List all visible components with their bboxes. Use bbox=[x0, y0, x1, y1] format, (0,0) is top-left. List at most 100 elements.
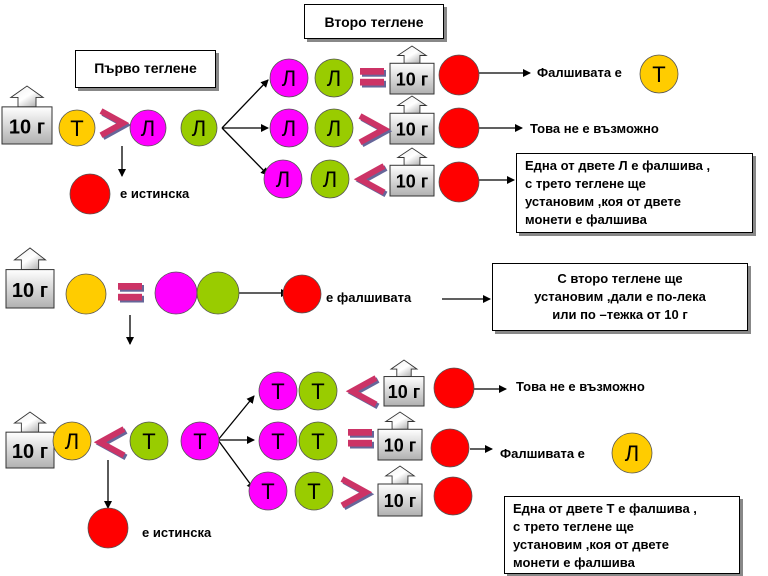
coin bbox=[87, 507, 129, 549]
coin-letter: Л bbox=[65, 429, 79, 454]
weight-10g: 10 г bbox=[377, 411, 423, 461]
coin-letter: Л bbox=[141, 116, 155, 141]
is-genuine-label: е истинска bbox=[142, 525, 212, 540]
coin: Л bbox=[269, 58, 309, 98]
equals-sign bbox=[360, 68, 386, 88]
coin: Т bbox=[639, 54, 679, 94]
coin bbox=[282, 274, 322, 314]
weight-label: 10 г bbox=[388, 382, 421, 402]
coin: Л bbox=[180, 109, 218, 147]
weight-label: 10 г bbox=[396, 119, 429, 139]
note-line: или по –тежка от 10 г bbox=[552, 307, 688, 322]
note-line: монети е фалшива bbox=[513, 555, 635, 570]
weight-label: 10 г bbox=[384, 435, 417, 455]
coin-letter: Л bbox=[323, 167, 337, 192]
coin-letter: Л bbox=[625, 441, 639, 466]
coin: Т bbox=[180, 421, 220, 461]
weight-10g: 10 г bbox=[389, 147, 435, 197]
coin bbox=[69, 173, 111, 215]
weights: 10 г 10 г 10 г 10 г 10 г 10 г 10 г 10 г 10 г bbox=[1, 45, 435, 517]
coin bbox=[65, 273, 107, 315]
less-than-sign bbox=[345, 375, 380, 410]
coin bbox=[433, 476, 473, 516]
coin: Л bbox=[314, 58, 354, 98]
coin bbox=[438, 54, 480, 96]
coin: Л bbox=[52, 421, 92, 461]
coin-letter: Т bbox=[70, 116, 83, 141]
coin: Л bbox=[129, 109, 167, 147]
coin: Т bbox=[258, 421, 298, 461]
coin-letter: Т bbox=[271, 379, 284, 404]
is-genuine-label: е истинска bbox=[120, 186, 190, 201]
coin-letter: Л bbox=[327, 116, 341, 141]
weight-label: 10 г bbox=[9, 117, 45, 139]
less-than-sign bbox=[93, 426, 128, 461]
coin-letter: Т bbox=[261, 479, 274, 504]
impossible-label: Това не е възможно bbox=[516, 379, 645, 394]
equals-sign bbox=[118, 283, 144, 303]
branch-line bbox=[221, 79, 269, 129]
coin: Т bbox=[129, 421, 169, 461]
branch-line bbox=[221, 127, 269, 176]
coin bbox=[196, 271, 240, 315]
coin: Л bbox=[269, 108, 309, 148]
greater-than-sign bbox=[99, 108, 132, 140]
branch-line bbox=[217, 439, 255, 490]
weight-10g: 10 г bbox=[389, 95, 435, 145]
fake-is-label: Фалшивата е bbox=[500, 446, 585, 461]
connectors bbox=[104, 69, 531, 509]
note-line: с трето теглене ще bbox=[513, 519, 634, 534]
coin-letter: Т bbox=[307, 479, 320, 504]
note-l-fake: Една от двете Л е фалшива , с трето тегл… bbox=[516, 153, 753, 233]
weight-10g: 10 г bbox=[5, 247, 55, 309]
note-line: с трето теглене ще bbox=[525, 176, 646, 191]
coin bbox=[438, 107, 480, 149]
coin-letter: Т bbox=[311, 379, 324, 404]
first-weighing-title: Първо теглене bbox=[75, 50, 216, 88]
coin-letter: Т bbox=[271, 429, 284, 454]
coin-letter: Т bbox=[193, 429, 206, 454]
equals-sign bbox=[348, 429, 374, 449]
weight-10g: 10 г bbox=[389, 45, 435, 95]
coin bbox=[430, 428, 470, 468]
coin: Л bbox=[310, 159, 350, 199]
is-fake-label: е фалшивата bbox=[326, 290, 412, 305]
note-line: Една от двете Т е фалшива , bbox=[513, 501, 697, 516]
coin-letter: Л bbox=[282, 116, 296, 141]
coin-letter: Т bbox=[142, 429, 155, 454]
coin: Т bbox=[58, 109, 96, 147]
note-line: Една от двете Л е фалшива , bbox=[525, 158, 711, 173]
coin-letter: Т bbox=[652, 62, 665, 87]
coin: Л bbox=[611, 432, 653, 474]
coin-letter: Л bbox=[327, 66, 341, 91]
coin: Т bbox=[258, 371, 298, 411]
note-line: установим ,дали е по-лека bbox=[534, 289, 706, 304]
note-line: монети е фалшива bbox=[525, 212, 647, 227]
coin-letter: Л bbox=[282, 66, 296, 91]
weight-label: 10 г bbox=[396, 69, 429, 89]
weight-10g: 10 г bbox=[377, 465, 423, 517]
branch-line bbox=[217, 395, 255, 441]
fake-is-label: Фалшивата е bbox=[537, 65, 622, 80]
greater-than-sign bbox=[358, 113, 393, 148]
coin: Л bbox=[263, 159, 303, 199]
weight-label: 10 г bbox=[396, 171, 429, 191]
coin: Т bbox=[298, 421, 338, 461]
coin: Т bbox=[248, 471, 288, 511]
note-line: установим ,коя от двете bbox=[525, 194, 681, 209]
coin bbox=[154, 271, 198, 315]
comparison-signs bbox=[93, 68, 393, 511]
coin: Т bbox=[294, 471, 334, 511]
weight-label: 10 г bbox=[12, 441, 48, 463]
coin-letter: Л bbox=[192, 116, 206, 141]
weight-label: 10 г bbox=[384, 491, 417, 511]
coin-letter: Т bbox=[311, 429, 324, 454]
weight-label: 10 г bbox=[12, 280, 48, 302]
greater-than-sign bbox=[340, 476, 375, 511]
note-line: установим ,коя от двете bbox=[513, 537, 669, 552]
weight-10g: 10 г bbox=[1, 85, 53, 145]
impossible-label: Това не е възможно bbox=[530, 121, 659, 136]
weight-10g: 10 г bbox=[383, 359, 425, 407]
